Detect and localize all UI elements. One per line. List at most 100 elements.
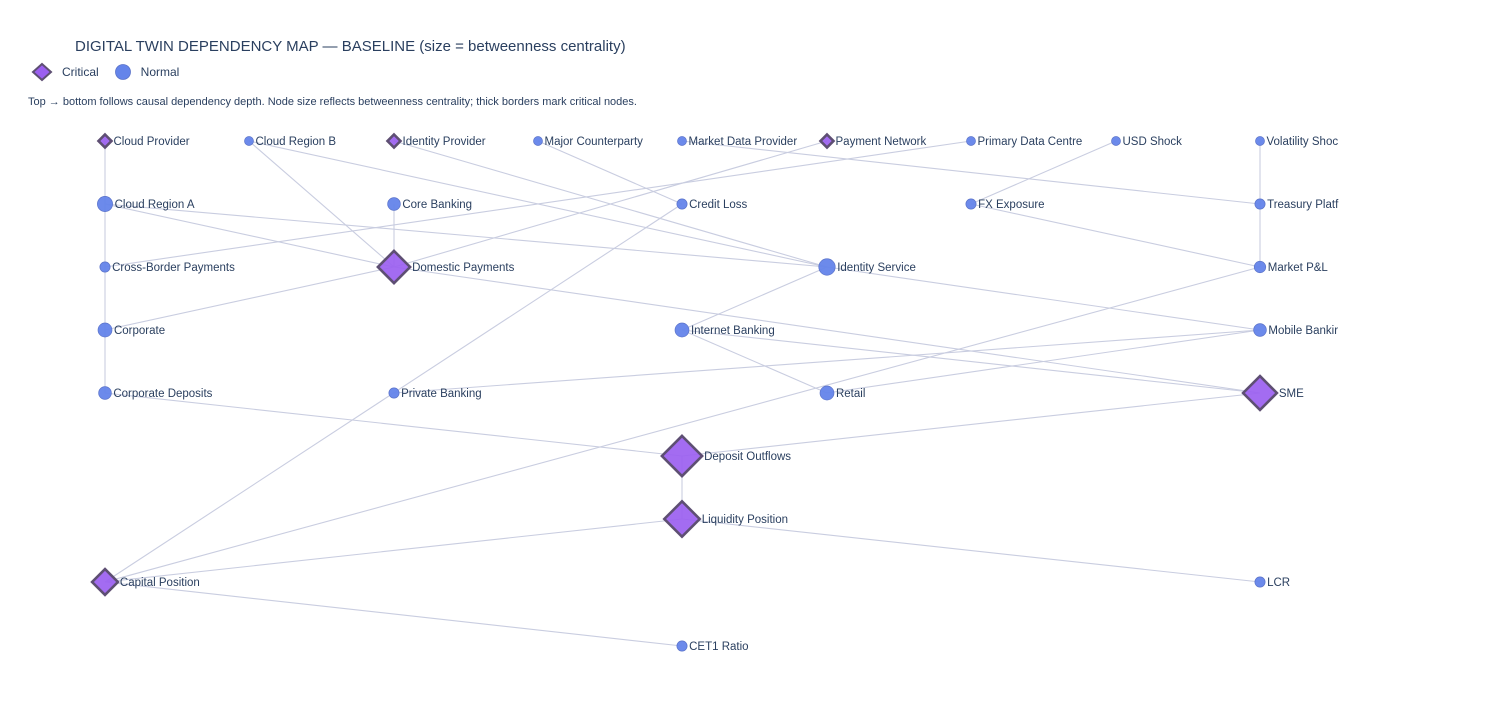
node-marker[interactable] (1254, 576, 1266, 588)
critical-node-marker[interactable] (660, 434, 704, 478)
edge-identity-service-to-mobile-banking (826, 266, 1261, 331)
node-label: LCR (1267, 577, 1290, 589)
node-identity-service[interactable]: Identity Service (818, 258, 916, 276)
node-marker[interactable] (965, 198, 977, 210)
edge-corporate-to-domestic-payments (104, 266, 395, 331)
node-treasury-platform[interactable]: Treasury Platf (1254, 198, 1339, 211)
edge-identity-service-to-internet-banking (681, 266, 828, 331)
node-capital-position[interactable]: Capital Position (90, 567, 200, 597)
node-liquidity-position[interactable]: Liquidity Position (662, 499, 788, 539)
node-marker[interactable] (677, 136, 687, 146)
node-label: Cloud Provider (114, 136, 190, 148)
node-marker[interactable] (674, 322, 690, 338)
nodes-layer: Cloud Provider Cloud Region B Identity Pro… (90, 132, 1339, 653)
node-core-banking[interactable]: Core Banking (387, 197, 472, 211)
critical-node-marker[interactable] (90, 567, 120, 597)
legend-label-critical: Critical (62, 65, 99, 79)
node-marker[interactable] (1111, 136, 1121, 146)
chart-description: Top → bottom follows causal dependency d… (28, 96, 637, 108)
node-label: Domestic Payments (412, 262, 515, 274)
node-cet1-ratio[interactable]: CET1 Ratio (676, 640, 749, 653)
critical-node-marker[interactable] (385, 132, 403, 150)
node-fx-exposure[interactable]: FX Exposure (965, 198, 1045, 211)
edge-liquidity-position-to-lcr (681, 518, 1261, 583)
node-label: Payment Network (836, 136, 927, 148)
node-marker[interactable] (676, 640, 688, 652)
node-label: Cloud Region B (256, 136, 337, 148)
node-marker[interactable] (533, 136, 543, 146)
edge-corporate-deposits-to-deposit-outflows (104, 392, 683, 457)
node-cross-border-payments[interactable]: Cross-Border Payments (99, 261, 235, 274)
node-corporate[interactable]: Corporate (97, 322, 165, 338)
edge-market-pnl-to-capital-position (104, 266, 1261, 583)
node-marker[interactable] (97, 322, 113, 338)
node-cloud-provider[interactable]: Cloud Provider (96, 132, 190, 150)
node-identity-provider[interactable]: Identity Provider (385, 132, 486, 150)
node-usd-shock[interactable]: USD Shock (1111, 136, 1183, 148)
node-payment-network[interactable]: Payment Network (818, 132, 927, 150)
node-private-banking[interactable]: Private Banking (388, 387, 482, 400)
node-label: Cross-Border Payments (112, 262, 235, 274)
node-internet-banking[interactable]: Internet Banking (674, 322, 775, 338)
node-label: Treasury Platf (1267, 199, 1339, 211)
node-marker[interactable] (388, 387, 400, 399)
node-mobile-banking[interactable]: Mobile Bankir (1253, 323, 1339, 337)
node-market-data-provider[interactable]: Market Data Provider (677, 136, 798, 148)
node-label: FX Exposure (978, 199, 1044, 211)
node-marker[interactable] (1254, 198, 1266, 210)
legend: Critical Normal (30, 62, 193, 82)
node-lcr[interactable]: LCR (1254, 576, 1290, 589)
edge-major-counterparty-to-credit-loss (537, 140, 683, 205)
legend-item-critical[interactable]: Critical (30, 62, 99, 82)
edge-sme-to-deposit-outflows (681, 392, 1261, 457)
node-corporate-deposits[interactable]: Corporate Deposits (98, 386, 213, 400)
node-label: Cloud Region A (115, 199, 195, 211)
node-label: Capital Position (120, 577, 200, 589)
critical-node-marker[interactable] (1241, 374, 1279, 412)
node-marker[interactable] (1255, 136, 1265, 146)
node-market-pnl[interactable]: Market P&L (1253, 260, 1328, 274)
node-marker[interactable] (97, 196, 113, 212)
node-major-counterparty[interactable]: Major Counterparty (533, 136, 644, 148)
node-marker[interactable] (98, 386, 112, 400)
node-marker[interactable] (819, 385, 835, 401)
node-domestic-payments[interactable]: Domestic Payments (376, 249, 515, 285)
node-volatility-shock[interactable]: Volatility Shoc (1255, 136, 1339, 148)
node-label: Liquidity Position (702, 514, 788, 526)
node-label: Volatility Shoc (1267, 136, 1339, 148)
node-credit-loss[interactable]: Credit Loss (676, 198, 748, 211)
node-marker[interactable] (966, 136, 976, 146)
edge-payment-network-to-domestic-payments (393, 140, 828, 268)
node-label: Credit Loss (689, 199, 747, 211)
node-marker[interactable] (818, 258, 836, 276)
legend-item-normal[interactable]: Normal (113, 62, 179, 82)
node-marker[interactable] (676, 198, 688, 210)
edge-internet-banking-to-retail (681, 329, 828, 394)
critical-node-marker[interactable] (376, 249, 412, 285)
node-cloud-region-b[interactable]: Cloud Region B (244, 136, 337, 148)
edge-cloud-region-a-to-identity-service (104, 203, 828, 268)
critical-node-marker[interactable] (96, 132, 114, 150)
node-marker[interactable] (99, 261, 111, 273)
node-label: Private Banking (401, 388, 482, 400)
node-marker[interactable] (1253, 323, 1267, 337)
node-marker[interactable] (1253, 260, 1267, 274)
edge-cloud-region-b-to-domestic-payments (248, 140, 395, 268)
critical-node-marker[interactable] (818, 132, 836, 150)
edge-internet-banking-to-sme (681, 329, 1261, 394)
node-label: Corporate (114, 325, 165, 337)
node-primary-data-centre[interactable]: Primary Data Centre (966, 136, 1083, 148)
edge-market-data-provider-to-treasury-platform (681, 140, 1261, 205)
node-cloud-region-a[interactable]: Cloud Region A (97, 196, 195, 212)
critical-node-marker[interactable] (662, 499, 702, 539)
node-label: Major Counterparty (545, 136, 644, 148)
node-retail[interactable]: Retail (819, 385, 865, 401)
node-deposit-outflows[interactable]: Deposit Outflows (660, 434, 791, 478)
node-sme[interactable]: SME (1241, 374, 1304, 412)
node-marker[interactable] (387, 197, 401, 211)
node-label: Corporate Deposits (113, 388, 212, 400)
node-label: USD Shock (1123, 136, 1183, 148)
node-marker[interactable] (244, 136, 254, 146)
edges-layer (104, 140, 1261, 647)
edge-mobile-banking-to-private-banking (393, 329, 1261, 394)
